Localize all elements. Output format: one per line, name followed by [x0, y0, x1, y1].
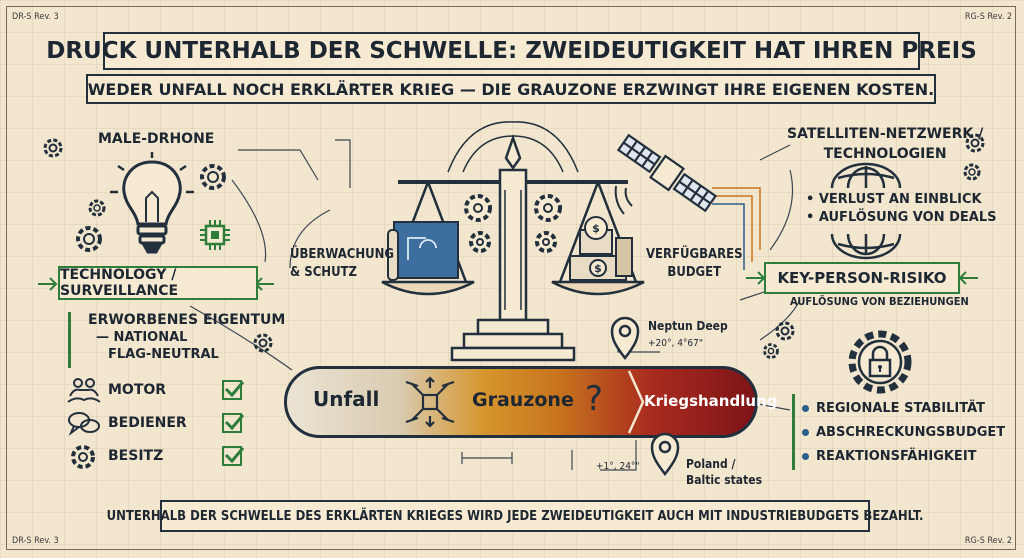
scale-right-label-line-1: VERFÜGBARES [646, 247, 743, 262]
gear-icon-large [76, 226, 102, 252]
gear-icon-list [71, 445, 95, 469]
spectrum-grauzone-label: Grauzone [472, 389, 574, 411]
spectrum-unfall-label: Unfall [313, 387, 380, 411]
pin-top-name: Neptun Deep [648, 319, 728, 333]
satellite-item-1: • VERLUST AN EINBLICK [806, 192, 982, 207]
checkbox-motor [222, 380, 245, 400]
globe-icon-bottom [830, 233, 902, 260]
property-line-1: — NATIONAL [96, 330, 188, 345]
satellite-title-line-2: TECHNOLOGIEN [823, 146, 947, 162]
list-item-bediener: BEDIENER [108, 415, 187, 431]
gear-icon-right-top [965, 133, 985, 153]
check-icon [224, 447, 245, 464]
stability-item-1: REGIONALE STABILITÄT [802, 401, 986, 417]
dollar-coin-icon: $ [592, 222, 600, 235]
page-title: DRUCK UNTERHALB DER SCHWELLE: ZWEIDEUTIG… [46, 38, 977, 64]
globe-icon-top [830, 162, 902, 189]
satellite-icon [614, 133, 718, 215]
technology-surveillance-label: TECHNOLOGY / SURVEILLANCE [60, 267, 179, 299]
corner-label-top-left: DR-S Rev. 3 [12, 12, 59, 22]
key-box-arrows [746, 271, 978, 285]
page-subtitle: WEDER UNFALL NOCH ERKLÄRTER KRIEG — DIE … [87, 79, 935, 99]
check-icon [224, 414, 245, 431]
gear-icon-right [200, 164, 226, 190]
question-mark-icon: ? [585, 379, 604, 419]
property-title: ERWORBENES EIGENTUM [88, 312, 286, 328]
map-pin-icon-bottom [650, 432, 680, 476]
corner-label-bottom-right: RG-S Rev. 2 [964, 536, 1012, 546]
stability-item-3-text: REAKTIONSFÄHIGKEIT [816, 449, 977, 464]
footer-text: UNTERHALB DER SCHWELLE DES ERKLÄRTEN KRI… [106, 508, 924, 524]
title-banner: DRUCK UNTERHALB DER SCHWELLE: ZWEIDEUTIG… [46, 32, 977, 70]
property-accent-bar [68, 312, 71, 368]
dollar-icon: $ [594, 262, 602, 275]
check-icon [224, 381, 245, 398]
property-line-2: FLAG-NEUTRAL [108, 347, 219, 362]
subtitle-banner: WEDER UNFALL NOCH ERKLÄRTER KRIEG — DIE … [86, 74, 936, 104]
pin-bottom-name: Poland / Baltic states [686, 456, 762, 488]
list-item-besitz: BESITZ [108, 448, 164, 464]
satellite-title-line-1: SATELLITEN-NETZWERK / [787, 126, 984, 142]
pin-bottom-coord: +1°, 24°" [596, 461, 640, 472]
scale-left-label-line-2: & SCHUTZ [290, 265, 358, 280]
stability-item-1-text: REGIONALE STABILITÄT [816, 401, 986, 416]
scale-right-label: VERFÜGBARES BUDGET [646, 246, 743, 282]
stability-accent-bar [792, 394, 795, 470]
gear-icon-right-low-small [763, 343, 779, 359]
scale-left-label-line-1: ÜBERWACHUNG [290, 247, 395, 262]
list-item-motor: MOTOR [108, 382, 167, 398]
spectrum-kriegshandlung-label: Kriegshandlung [644, 392, 778, 410]
scale-left-label: ÜBERWACHUNG & SCHUTZ [290, 246, 394, 282]
stability-item-2-text: ABSCHRECKUNGSBUDGET [816, 425, 1006, 440]
pin-top-coord: +20°, 4°67" [648, 338, 703, 349]
key-person-risk-box: KEY-PERSON-RISIKO [764, 262, 960, 294]
satellite-item-2: • AUFLÖSUNG VON DEALS [806, 210, 997, 225]
checkbox-besitz [222, 446, 245, 466]
technology-surveillance-box: TECHNOLOGY / SURVEILLANCE [58, 266, 258, 300]
footer-banner: UNTERHALB DER SCHWELLE DES ERKLÄRTEN KRI… [107, 500, 923, 532]
drone-icon [405, 376, 455, 428]
satellite-item-1-text: VERLUST AN EINBLICK [818, 192, 982, 207]
lightbulb-icon [110, 152, 194, 254]
gear-icon-lower [253, 333, 273, 353]
gear-icon-small [88, 199, 106, 217]
gear-icon [43, 138, 63, 158]
key-person-sub: AUFLÖSUNG VON BEZIEHUNGEN [790, 295, 969, 308]
balance-scale-icon: $ $ [381, 121, 645, 362]
checkbox-bediener [222, 413, 245, 433]
male-drone-label: MALE-DRHONE [98, 131, 215, 147]
satellite-title: SATELLITEN-NETZWERK / TECHNOLOGIEN [787, 124, 983, 164]
scale-right-label-line-2: BUDGET [667, 265, 722, 280]
speech-bubbles-icon [68, 412, 100, 437]
lock-gear-icon [848, 330, 912, 394]
outer-frame [6, 6, 1016, 550]
pin-bottom-name-line-2: Baltic states [686, 473, 763, 487]
escalation-spectrum-bar [284, 366, 758, 438]
key-person-risk-label: KEY-PERSON-RISIKO [777, 269, 947, 287]
gear-icon-right-mid [963, 163, 981, 181]
corner-label-top-right: RG-S Rev. 2 [964, 12, 1012, 22]
spectrum-chevron [627, 370, 645, 434]
map-pin-icon-top [610, 316, 640, 360]
corner-label-bottom-left: DR-S Rev. 3 [12, 536, 59, 546]
chip-icon [200, 220, 230, 250]
stability-item-2: ABSCHRECKUNGSBUDGET [802, 425, 1006, 441]
satellite-item-2-text: AUFLÖSUNG VON DEALS [818, 210, 997, 225]
pin-bottom-name-line-1: Poland / [686, 457, 736, 471]
gear-icon-right-low [775, 321, 795, 341]
hands-people-icon [67, 378, 101, 403]
stability-item-3: REAKTIONSFÄHIGKEIT [802, 449, 977, 465]
